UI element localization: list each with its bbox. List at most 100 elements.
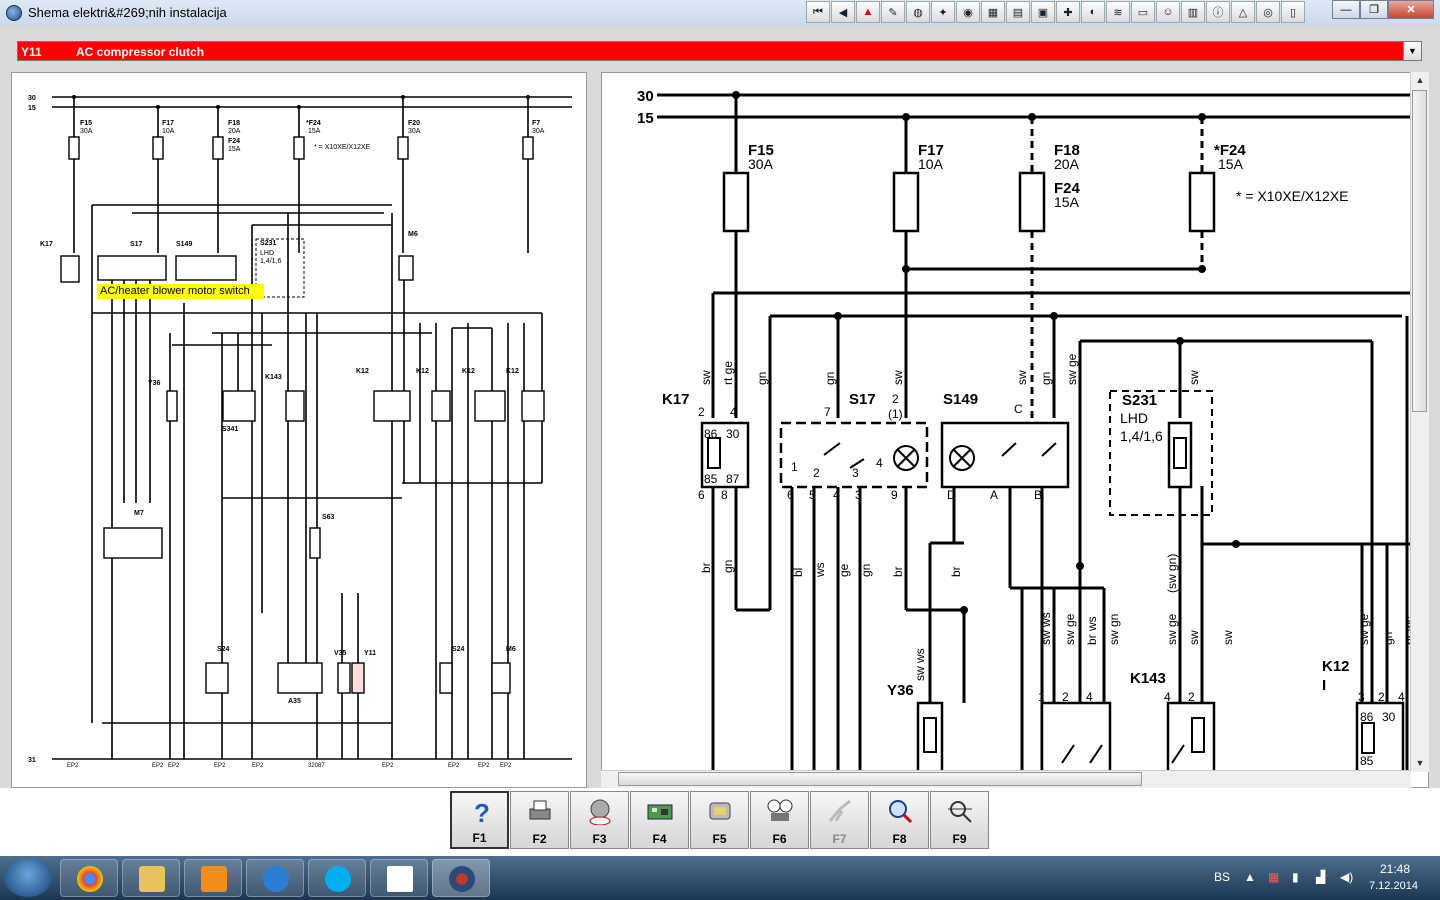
svg-text:*F24: *F24 xyxy=(1214,142,1246,159)
warning-icon[interactable]: ▲ xyxy=(856,1,880,23)
signal-icon[interactable]: ▟ xyxy=(1316,870,1326,884)
dropdown-chevron-icon[interactable]: ▼ xyxy=(1403,42,1421,60)
svg-text:30A: 30A xyxy=(408,128,421,135)
svg-text:gn: gn xyxy=(823,372,837,385)
chrome-taskbar-button[interactable] xyxy=(60,859,118,897)
f4-board-button[interactable]: F4 xyxy=(630,791,689,849)
svg-text:LHD: LHD xyxy=(260,250,274,257)
svg-text:S231: S231 xyxy=(1122,392,1157,409)
svg-text:ws: ws xyxy=(813,562,827,578)
component-name: AC compressor clutch xyxy=(76,45,205,59)
skype-taskbar-button[interactable] xyxy=(308,859,366,897)
close-button[interactable]: ✕ xyxy=(1388,0,1434,19)
picture-icon[interactable]: ▤ xyxy=(1006,1,1030,23)
extra-icon[interactable]: ▯ xyxy=(1281,1,1305,23)
f5-connector-button[interactable]: F5 xyxy=(690,791,749,849)
f2-print-button[interactable]: F2 xyxy=(510,791,569,849)
cable-icon[interactable]: ≋ xyxy=(1106,1,1130,23)
svg-text:gn: gn xyxy=(1381,632,1395,645)
explorer-taskbar-button[interactable] xyxy=(122,859,180,897)
svg-text:EP2: EP2 xyxy=(168,763,180,769)
start-button[interactable] xyxy=(4,859,52,897)
svg-text:6: 6 xyxy=(787,488,794,502)
svg-text:EP2: EP2 xyxy=(67,763,79,769)
svg-text:F24: F24 xyxy=(1054,180,1081,197)
f9-label: F9 xyxy=(952,832,967,846)
delta-icon[interactable]: △ xyxy=(1231,1,1255,23)
component-code: Y11 xyxy=(21,45,42,59)
horizontal-scroll-thumb[interactable] xyxy=(618,772,1142,786)
vertical-scrollbar[interactable]: ▲ ▼ xyxy=(1410,72,1429,772)
screen-icon[interactable]: ▭ xyxy=(1131,1,1155,23)
face-icon[interactable]: ☺ xyxy=(1156,1,1180,23)
svg-text:rt ge: rt ge xyxy=(721,361,735,385)
svg-text:EP2: EP2 xyxy=(478,763,490,769)
scroll-down-icon[interactable]: ▼ xyxy=(1415,758,1425,768)
volume-icon[interactable]: ◀) xyxy=(1340,870,1354,884)
ac-compressor-icon xyxy=(589,799,611,825)
svg-text:B: B xyxy=(1034,488,1042,502)
svg-text:sw: sw xyxy=(1187,630,1201,645)
svg-text:15A: 15A xyxy=(1054,194,1080,210)
battery-icon[interactable]: ▮ xyxy=(1292,870,1299,884)
svg-text:S24: S24 xyxy=(217,646,230,653)
tool-icon[interactable]: ✎ xyxy=(881,1,905,23)
svg-text:K17: K17 xyxy=(40,241,53,248)
previous-icon[interactable]: ◀ xyxy=(831,1,855,23)
globe-icon[interactable]: ◍ xyxy=(906,1,930,23)
disc-icon[interactable]: ◉ xyxy=(956,1,980,23)
media-player-icon xyxy=(201,866,227,892)
svg-text:K143: K143 xyxy=(1130,670,1166,687)
f9-locate-button[interactable]: F9 xyxy=(930,791,989,849)
media-taskbar-button[interactable] xyxy=(184,859,242,897)
network-icon[interactable]: ▦ xyxy=(1268,870,1280,884)
svg-text:(sw gn): (sw gn) xyxy=(1165,554,1179,593)
f3-ac-button[interactable]: F3 xyxy=(570,791,629,849)
f3-label: F3 xyxy=(592,832,607,846)
first-page-icon[interactable]: ⏮ xyxy=(806,1,830,23)
f2-label: F2 xyxy=(532,832,547,846)
schematic-app-taskbar-button[interactable] xyxy=(432,859,490,897)
svg-text:5: 5 xyxy=(809,488,816,502)
svg-text:*F24: *F24 xyxy=(306,120,321,127)
scroll-thumb[interactable] xyxy=(1412,90,1427,412)
language-indicator[interactable]: BS xyxy=(1214,870,1231,884)
svg-text:sw: sw xyxy=(1187,370,1201,385)
f1-label: F1 xyxy=(472,831,487,845)
svg-text:(1): (1) xyxy=(888,407,903,421)
info-icon[interactable]: ⓘ xyxy=(1206,1,1230,23)
svg-text:bl: bl xyxy=(791,568,805,577)
svg-text:3: 3 xyxy=(1358,690,1365,704)
chip-icon[interactable]: ▦ xyxy=(981,1,1005,23)
svg-text:gn: gn xyxy=(755,372,769,385)
calendar-taskbar-button[interactable] xyxy=(370,859,428,897)
tray-chevron-icon[interactable]: ▲ xyxy=(1244,870,1256,884)
svg-text:15A: 15A xyxy=(228,146,241,153)
svg-text:K12: K12 xyxy=(506,368,519,375)
component-selector[interactable]: Y11 AC compressor clutch ▼ xyxy=(17,41,1422,61)
f5-label: F5 xyxy=(712,832,727,846)
wrench-icon[interactable]: ✚ xyxy=(1056,1,1080,23)
horizontal-scrollbar[interactable] xyxy=(601,770,1411,788)
scroll-up-icon[interactable]: ▲ xyxy=(1415,75,1425,85)
minimize-button[interactable]: — xyxy=(1332,0,1360,19)
svg-text:?: ? xyxy=(474,798,490,826)
svg-text:4: 4 xyxy=(1164,690,1171,704)
f8-search-button[interactable]: F8 xyxy=(870,791,929,849)
calendar-icon xyxy=(387,866,413,892)
f6-gauges-button[interactable]: F6 xyxy=(750,791,809,849)
svg-text:LHD: LHD xyxy=(1120,410,1148,426)
lamp-icon[interactable]: ◐ xyxy=(1081,1,1105,23)
svg-text:S149: S149 xyxy=(176,241,192,248)
clock-date[interactable]: 7.12.2014 xyxy=(1369,880,1418,892)
maximize-button[interactable]: ❐ xyxy=(1360,0,1388,19)
f1-help-button[interactable]: ? F1 xyxy=(450,791,509,849)
clock-time[interactable]: 21:48 xyxy=(1380,862,1411,876)
save-icon[interactable]: ▣ xyxy=(1031,1,1055,23)
bulb-icon[interactable]: ✦ xyxy=(931,1,955,23)
chart-icon[interactable]: ▥ xyxy=(1181,1,1205,23)
scope-icon[interactable]: ◎ xyxy=(1256,1,1280,23)
ie-taskbar-button[interactable] xyxy=(246,859,304,897)
